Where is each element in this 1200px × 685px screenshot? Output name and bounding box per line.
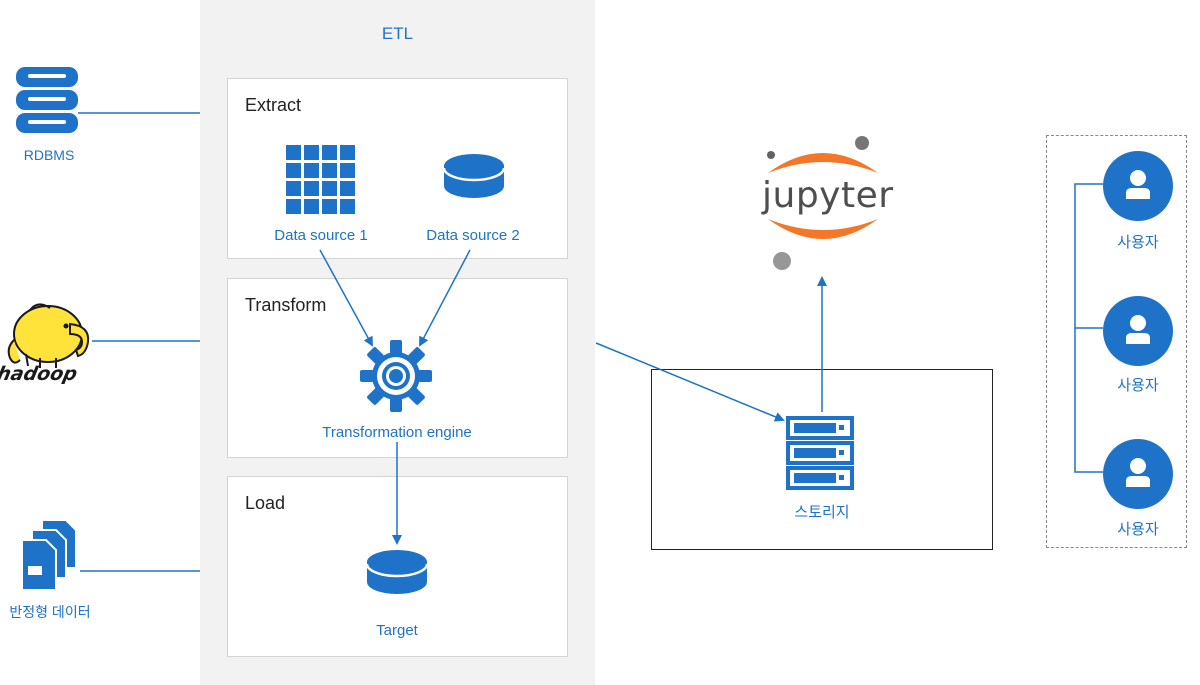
users-box — [1046, 135, 1187, 548]
transformation-engine-label: Transformation engine — [322, 424, 472, 441]
user-label: 사용자 — [1117, 234, 1159, 251]
hadoop-logo: hadoop — [0, 296, 100, 391]
documents-icon — [18, 518, 82, 599]
etl-to-storage-arrow — [595, 342, 785, 422]
users-bracket — [1074, 183, 1103, 473]
database-stack-icon — [14, 64, 80, 141]
transform-title: Transform — [245, 295, 327, 315]
load-title: Load — [245, 493, 286, 513]
source2-to-engine-arrow — [419, 249, 471, 347]
user-icon — [1103, 439, 1173, 509]
user-label: 사용자 — [1117, 521, 1159, 538]
jupyter-logo: jupyter — [758, 133, 894, 273]
gear-icon — [360, 340, 432, 417]
data-source-1-label: Data source 1 — [274, 227, 368, 244]
server-icon — [786, 416, 856, 497]
data-source-2-label: Data source 2 — [426, 227, 520, 244]
storage-label: 스토리지 — [794, 504, 850, 521]
semi-structured-label: 반정형 데이터 — [9, 604, 91, 620]
jupyter-wordmark: jupyter — [762, 175, 894, 216]
svg-text:hadoop: hadoop — [0, 362, 80, 385]
user-icon — [1103, 151, 1173, 221]
extract-panel: Extract — [227, 78, 568, 259]
database-disk-icon — [365, 548, 429, 601]
extract-title: Extract — [245, 95, 302, 115]
grid-table-icon — [286, 145, 356, 220]
user-label: 사용자 — [1117, 377, 1159, 394]
database-disk-icon — [442, 152, 506, 205]
target-label: Target — [376, 622, 418, 639]
rdbms-label: RDBMS — [23, 147, 75, 163]
user-icon — [1103, 296, 1173, 366]
etl-title: ETL — [381, 24, 414, 43]
source1-to-engine-arrow — [319, 249, 373, 347]
